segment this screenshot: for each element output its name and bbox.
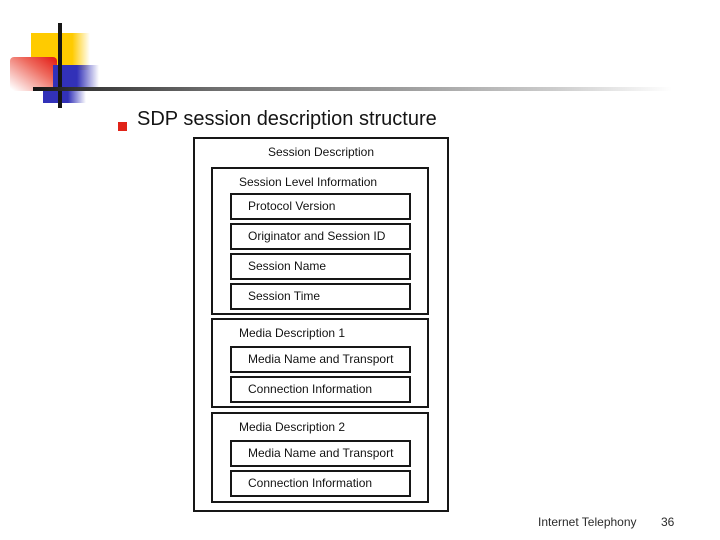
- connection-information-box: Connection Information: [230, 470, 411, 497]
- media-description-1-box: Media Description 1 Media Name and Trans…: [211, 318, 429, 408]
- logo-red-square: [10, 57, 57, 91]
- slide-page-number: 36: [661, 515, 675, 529]
- logo-vertical-line: [58, 23, 62, 108]
- session-level-information-box: Session Level Information Protocol Versi…: [211, 167, 429, 315]
- logo-blue-square-lower: [43, 91, 86, 103]
- media-name-transport-box: Media Name and Transport: [230, 346, 411, 373]
- media-description-2-rows: Media Name and Transport Connection Info…: [230, 440, 411, 497]
- media-description-2-label: Media Description 2: [239, 420, 346, 434]
- session-description-label: Session Description: [267, 145, 375, 159]
- media-name-transport-box: Media Name and Transport: [230, 440, 411, 467]
- header-divider-line: [33, 87, 685, 91]
- sdp-structure-diagram: Session Description Session Level Inform…: [193, 137, 449, 512]
- media-description-2-box: Media Description 2 Media Name and Trans…: [211, 412, 429, 503]
- footer-course-title: Internet Telephony: [538, 515, 637, 529]
- session-time-box: Session Time: [230, 283, 411, 310]
- originator-session-id-box: Originator and Session ID: [230, 223, 411, 250]
- connection-information-box: Connection Information: [230, 376, 411, 403]
- bullet-square-icon: [118, 122, 127, 131]
- media-description-1-rows: Media Name and Transport Connection Info…: [230, 346, 411, 403]
- session-name-box: Session Name: [230, 253, 411, 280]
- slide-title: SDP session description structure: [137, 108, 437, 130]
- protocol-version-box: Protocol Version: [230, 193, 411, 220]
- session-level-rows: Protocol Version Originator and Session …: [230, 193, 411, 310]
- session-level-information-label: Session Level Information: [239, 175, 378, 189]
- media-description-1-label: Media Description 1: [239, 326, 346, 340]
- corner-logo: [0, 0, 720, 120]
